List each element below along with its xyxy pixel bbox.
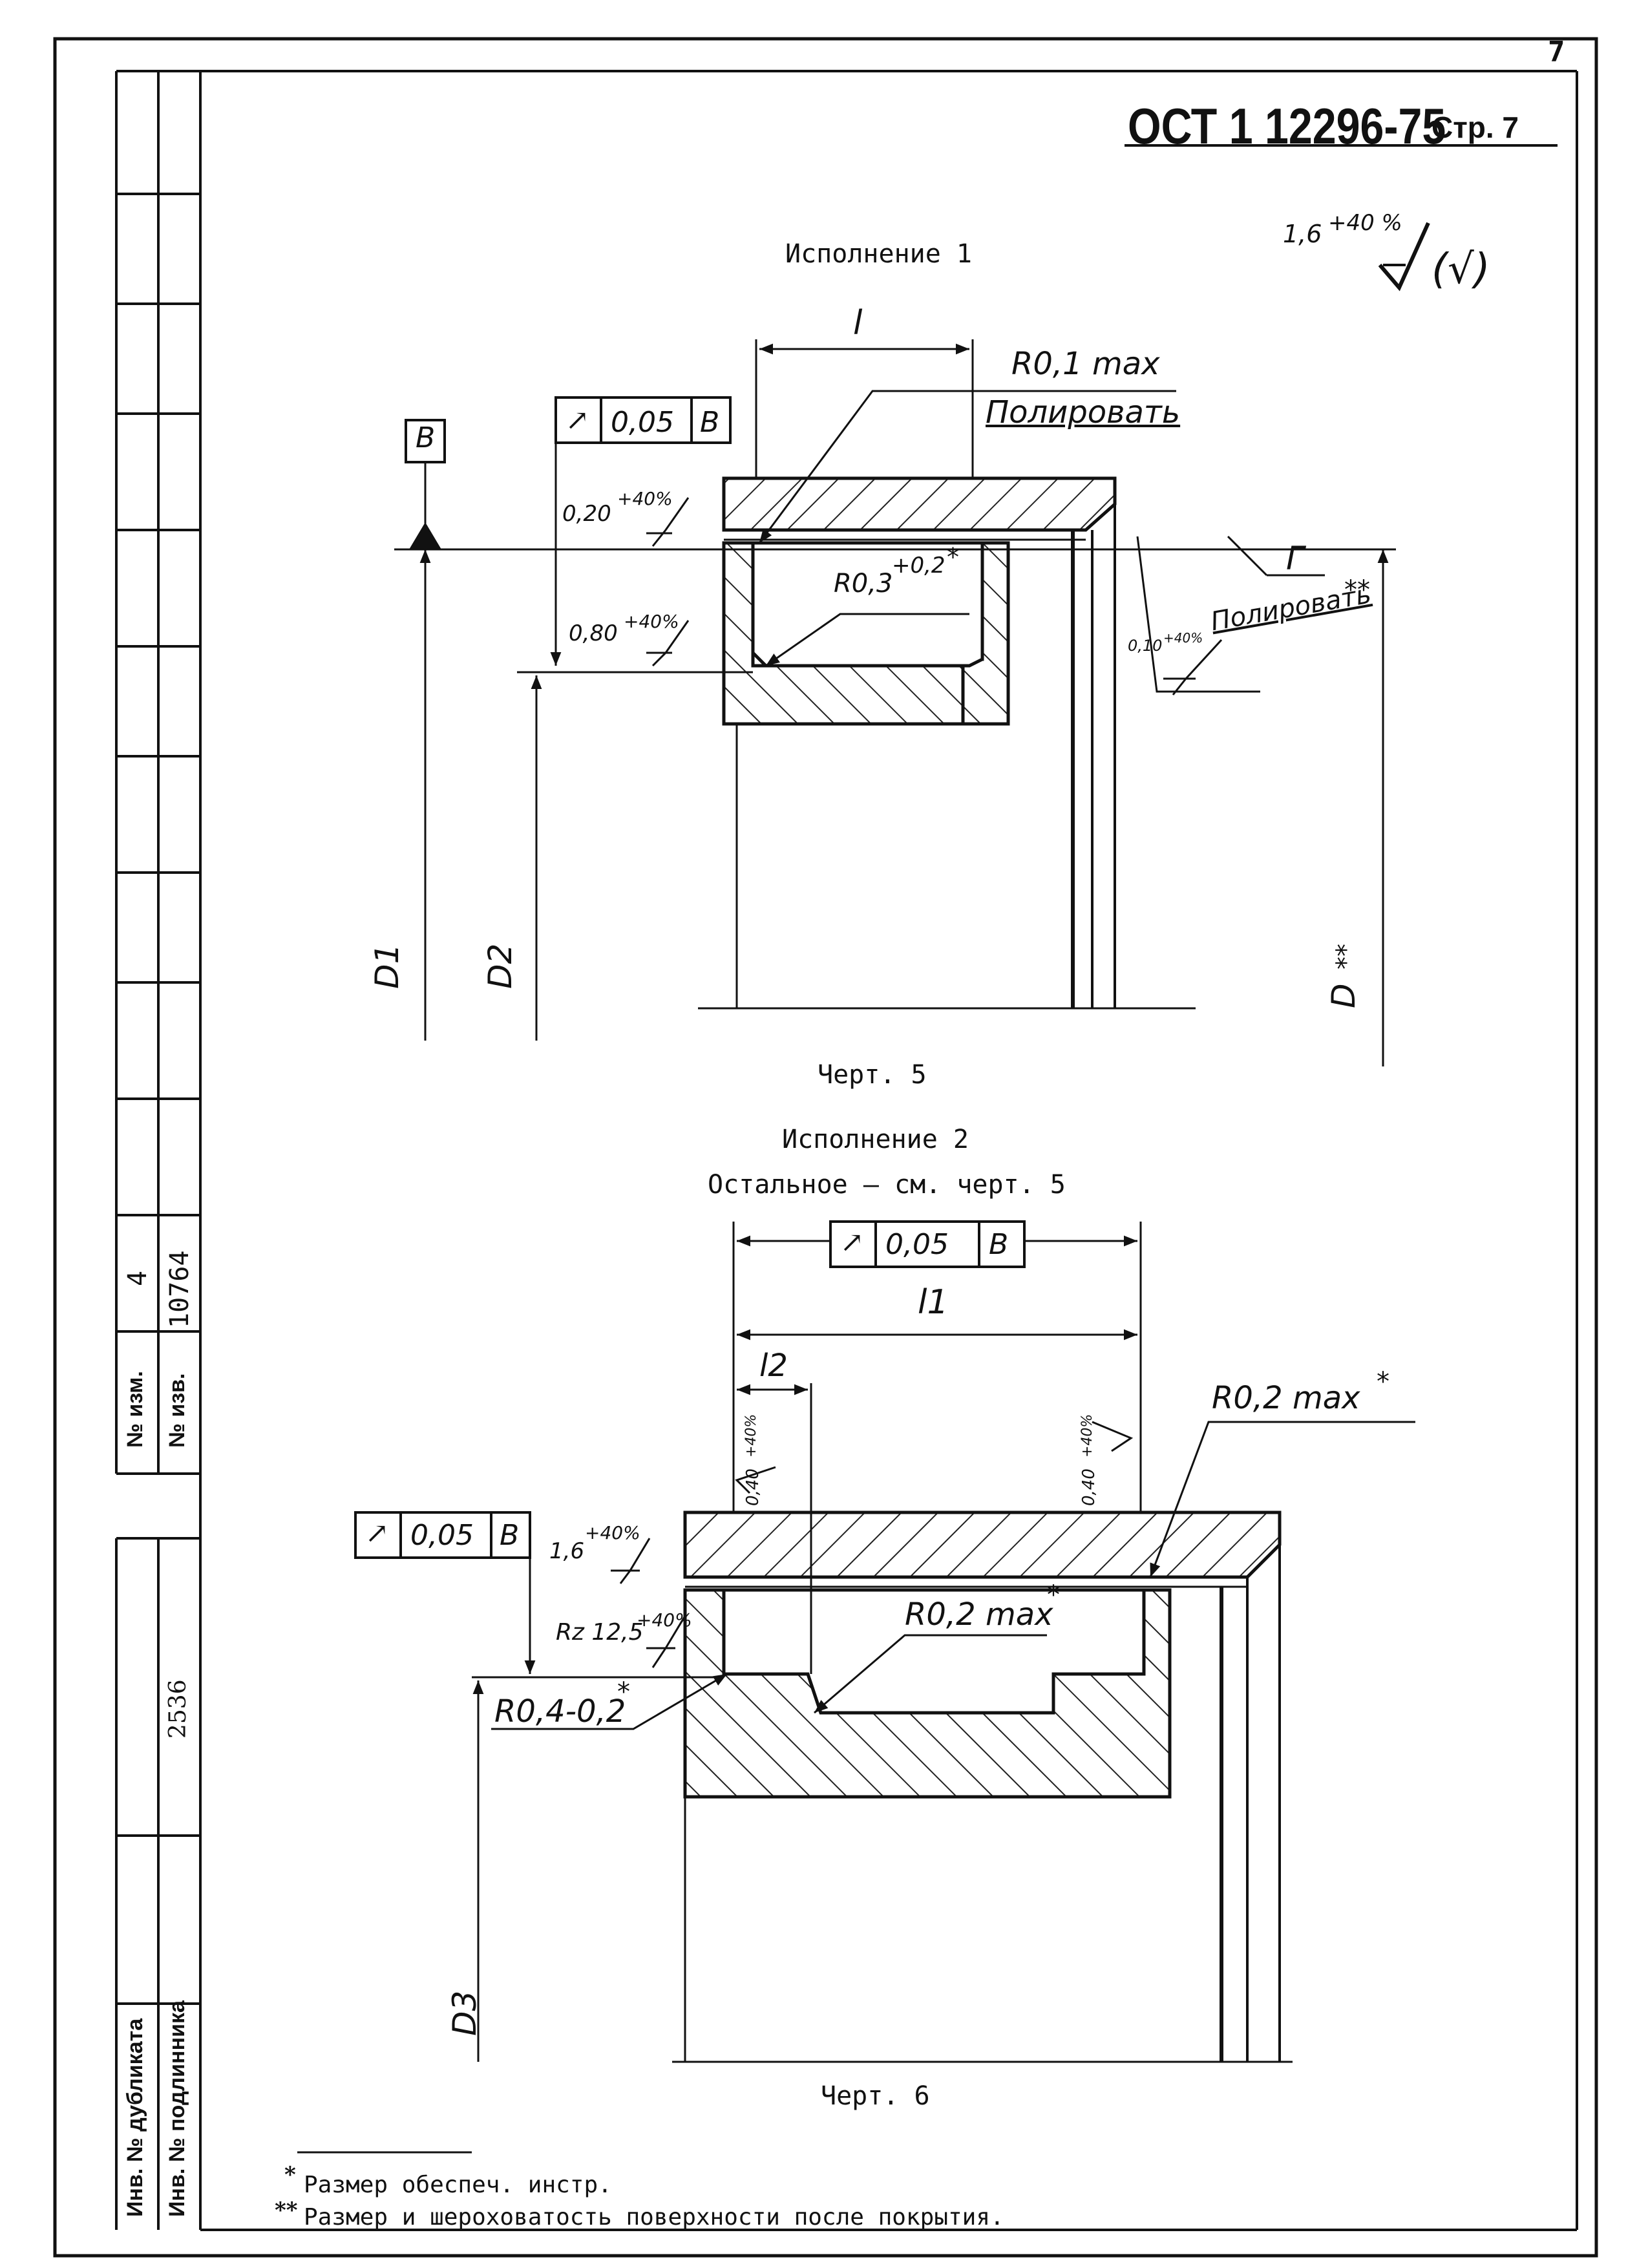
radius-note2-mark: *	[947, 543, 959, 571]
standard-number: ОСТ 1 12296-75	[1128, 98, 1446, 154]
drawing5-title: Исполнение 1	[785, 239, 972, 269]
dim-D-mark: **	[1331, 944, 1361, 970]
frame-top-value: 0,05	[885, 1228, 949, 1261]
rough-right-value: 0,10	[1128, 637, 1163, 655]
radius-right-mark: *	[1377, 1367, 1389, 1397]
dim-D3: D3	[446, 1990, 483, 2036]
general-roughness-value: 1,6	[1283, 220, 1322, 248]
drawing5-caption: Черт. 5	[818, 1060, 927, 1090]
drawing5-geometry	[394, 339, 1396, 1066]
frame-left-datum: В	[500, 1519, 520, 1552]
rough-bottom-value: 0,80	[569, 620, 618, 646]
radius-note: R0,1 max	[1011, 346, 1160, 382]
radius-mid: R0,2 max	[905, 1596, 1053, 1633]
surface-label: Г	[1286, 540, 1304, 577]
dim-l: l	[853, 304, 863, 343]
footnote-1-text: Размер обеспеч. инстр.	[304, 2172, 612, 2198]
stamp-no-izv-label: № изв.	[165, 1373, 189, 1448]
page-frame	[53, 37, 1598, 2258]
general-roughness-bracket: (√)	[1431, 246, 1490, 293]
dim-l1: l1	[918, 1283, 949, 1322]
frame-top-symbol: ↗	[840, 1226, 864, 1259]
page-number: 7	[1548, 36, 1565, 69]
drawing6-title: Исполнение 2	[782, 1125, 969, 1154]
dim-D: D	[1325, 983, 1362, 1008]
rough-left-v-value: 0,40	[743, 1468, 763, 1506]
rough-top-tol: +40%	[617, 488, 673, 509]
stamp-inv-orig-label: Инв. № подлинника	[165, 2000, 189, 2217]
stamp-strip	[115, 70, 200, 2230]
radius-note2-tol: +0,2	[892, 553, 945, 578]
dim-D1: D1	[368, 943, 406, 989]
drawing6-caption: Черт. 6	[821, 2081, 930, 2111]
rough-left-v-tol: +40%	[743, 1414, 759, 1457]
polish-note: Полировать	[986, 394, 1181, 430]
footnote-1-mark: *	[284, 2162, 296, 2188]
frame-left-symbol: ↗	[365, 1517, 389, 1550]
general-roughness-symbol	[1378, 222, 1430, 291]
rough-rz-tol: +40%	[637, 1609, 692, 1631]
frame-top-datum: В	[989, 1228, 1009, 1261]
rough-16-tol: +40%	[585, 1522, 640, 1543]
rough-bottom-tol: +40%	[624, 611, 679, 632]
footnote-2-mark: **	[275, 2198, 298, 2223]
tol-frame-datum: В	[700, 406, 720, 439]
frame-left-value: 0,05	[410, 1519, 474, 1552]
rough-right-v-tol: +40%	[1079, 1414, 1095, 1457]
radius-left: R0,4-0,2	[494, 1693, 626, 1730]
stamp-no-izm-label: № изм.	[123, 1371, 147, 1448]
datum-letter: В	[416, 421, 436, 454]
rough-right-v-value: 0,40	[1079, 1468, 1099, 1506]
stamp-inv-dup-label: Инв. № дубликата	[123, 2018, 147, 2217]
polish-note-2-mark: **	[1344, 575, 1370, 605]
dim-D2: D2	[481, 943, 519, 989]
general-roughness-tol: +40 %	[1328, 210, 1402, 236]
drawing6-subtitle: Остальное – см. черт. 5	[708, 1170, 1066, 1200]
rough-top-value: 0,20	[562, 501, 611, 527]
rough-16-value: 1,6	[549, 1538, 585, 1564]
tol-frame-value: 0,05	[611, 406, 674, 439]
dim-l2: l2	[759, 1348, 788, 1384]
rough-right-tol: +40%	[1163, 630, 1203, 646]
rough-rz-value: Rz 12,5	[556, 1619, 644, 1646]
stamp-no-izm-value: 4	[123, 1270, 153, 1286]
stamp-inv-value: 2536	[165, 1679, 191, 1739]
stamp-no-izv-value: 10764	[165, 1250, 195, 1328]
footnote-2-text: Размер и шероховатость поверхности после…	[304, 2204, 1004, 2231]
tol-frame-symbol: ↗	[565, 404, 589, 437]
page-label: Стр. 7	[1431, 111, 1519, 144]
drawing6-geometry	[354, 1220, 1415, 2063]
radius-note2: R0,3	[834, 569, 893, 599]
radius-left-mark: *	[617, 1677, 630, 1707]
radius-mid-mark: *	[1047, 1580, 1060, 1610]
radius-right: R0,2 max	[1212, 1380, 1360, 1416]
